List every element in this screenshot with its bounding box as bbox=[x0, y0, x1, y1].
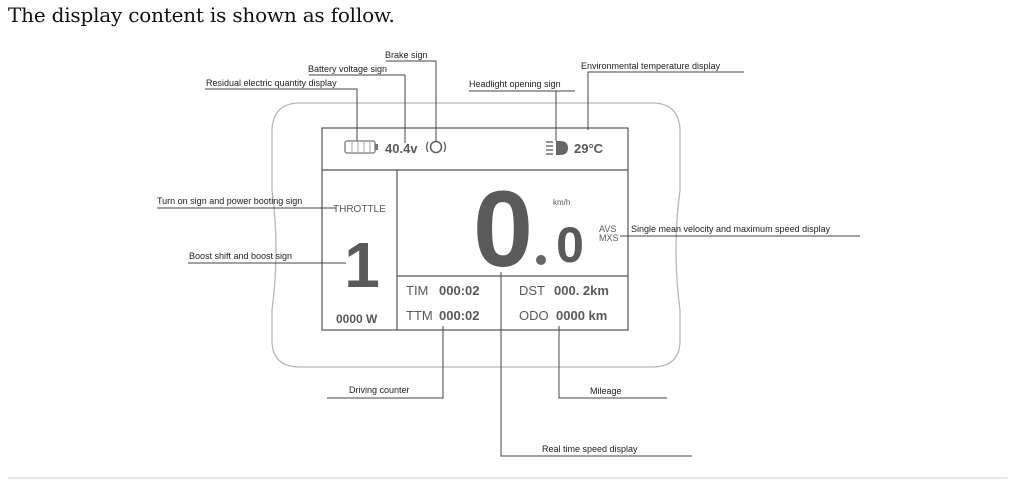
headlight-icon bbox=[546, 141, 568, 155]
callout-boost: Boost shift and boost sign bbox=[189, 251, 292, 261]
callout-headlight: Headlight opening sign bbox=[469, 79, 561, 89]
realtime-speed-leader-line bbox=[500, 272, 692, 457]
battery-voltage-leader-line bbox=[309, 74, 406, 143]
callout-env-temp: Environmental temperature display bbox=[581, 61, 721, 71]
driving-counter-leader-line bbox=[327, 326, 444, 399]
ttm-value: 000:02 bbox=[439, 308, 479, 323]
speed-decimal-point bbox=[536, 255, 546, 265]
speed-unit: km/h bbox=[553, 198, 570, 207]
speed-integer: 0 bbox=[473, 168, 533, 289]
lcd-screen bbox=[321, 127, 629, 331]
callout-brake: Brake sign bbox=[385, 50, 428, 60]
battery-icon bbox=[344, 140, 378, 154]
callout-residual: Residual electric quantity display bbox=[206, 78, 337, 88]
mxs-label: MXS bbox=[599, 233, 619, 243]
brake-icon bbox=[425, 140, 447, 154]
page-heading: The display content is shown as follow. bbox=[8, 3, 395, 27]
tim-label: TIM bbox=[406, 283, 428, 298]
battery-voltage: 40.4v bbox=[385, 141, 418, 156]
display-housing bbox=[271, 102, 681, 368]
ttm-label: TTM bbox=[406, 308, 433, 323]
power-readout: 0000 W bbox=[336, 312, 378, 326]
callout-driving-counter: Driving counter bbox=[349, 385, 410, 395]
callout-mileage: Mileage bbox=[590, 386, 622, 396]
dst-label: DST bbox=[519, 283, 545, 298]
brake-leader-line bbox=[386, 60, 437, 142]
callout-realtime-speed: Real time speed display bbox=[542, 444, 638, 454]
boost-gear: 1 bbox=[344, 229, 380, 301]
dst-value: 000. 2km bbox=[554, 283, 609, 298]
callout-battery-voltage: Battery voltage sign bbox=[308, 64, 387, 74]
odo-value: 0000 km bbox=[556, 308, 607, 323]
residual-leader-line bbox=[205, 88, 358, 141]
throttle-sign: THROTTLE bbox=[333, 204, 386, 215]
callout-avg-max: Single mean velocity and maximum speed d… bbox=[631, 224, 831, 234]
callout-turn-on: Turn on sign and power booting sign bbox=[157, 196, 302, 206]
env-temp-leader-line bbox=[587, 71, 744, 130]
mileage-leader-line bbox=[558, 326, 667, 399]
avs-label: AVS bbox=[599, 224, 616, 234]
odo-label: ODO bbox=[519, 308, 549, 323]
temperature-reading: 29°C bbox=[574, 141, 604, 156]
speed-decimal: 0 bbox=[556, 217, 584, 273]
tim-value: 000:02 bbox=[439, 283, 479, 298]
